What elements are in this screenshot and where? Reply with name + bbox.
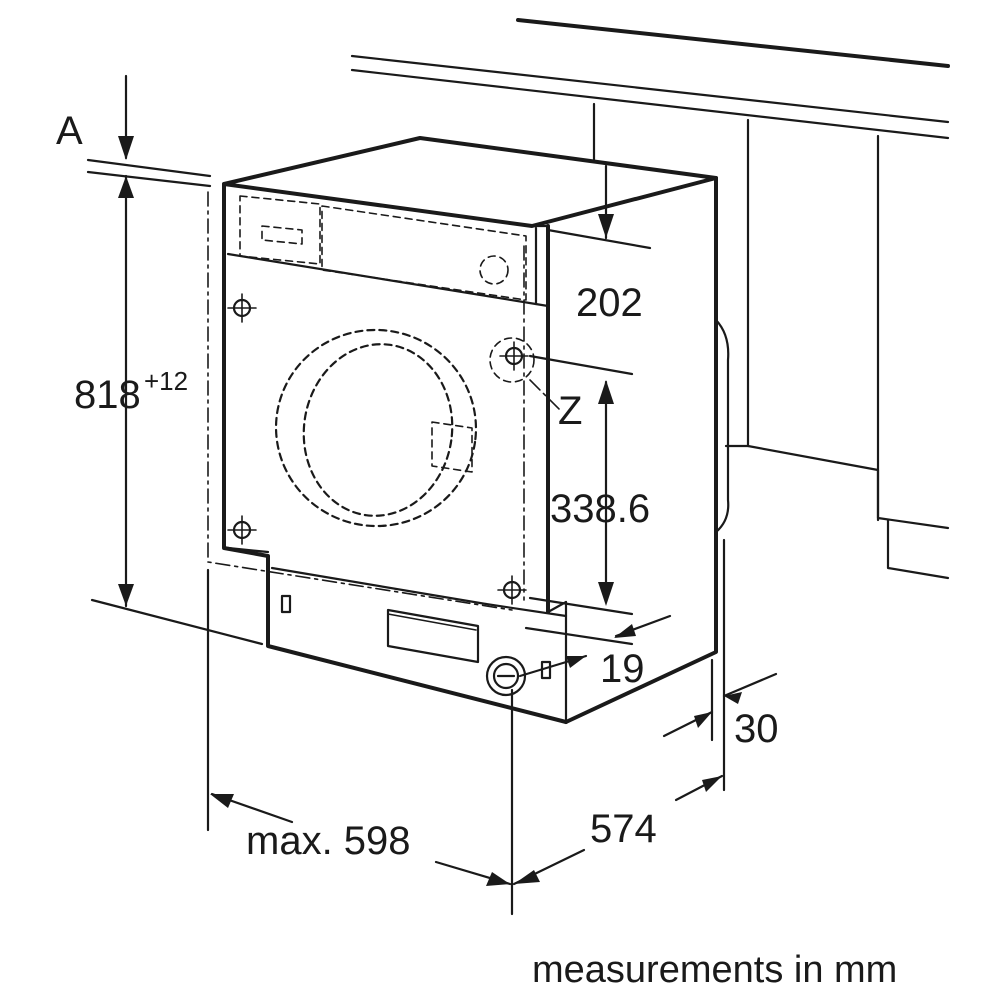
- label-z: Z: [558, 389, 582, 433]
- label-202: 202: [576, 281, 643, 325]
- label-height: 818: [74, 373, 141, 417]
- label-19: 19: [600, 647, 645, 691]
- mount-point-bottom-right: [497, 575, 527, 605]
- mount-point-top-left: [227, 293, 257, 323]
- label-30: 30: [734, 707, 779, 751]
- label-height-tolerance: +12: [144, 366, 188, 396]
- hidden-outlines: [207, 191, 561, 611]
- washing-machine: [222, 136, 730, 724]
- label-338-6: 338.6: [550, 487, 650, 531]
- worktop-and-cabinets: [350, 18, 950, 580]
- label-a: A: [56, 109, 83, 153]
- footnote-units: measurements in mm: [532, 949, 897, 991]
- label-depth: 574: [590, 807, 657, 851]
- dimension-lines: [86, 74, 778, 916]
- mount-point-bottom-left: [227, 515, 257, 545]
- label-width-max: max. 598: [246, 819, 411, 863]
